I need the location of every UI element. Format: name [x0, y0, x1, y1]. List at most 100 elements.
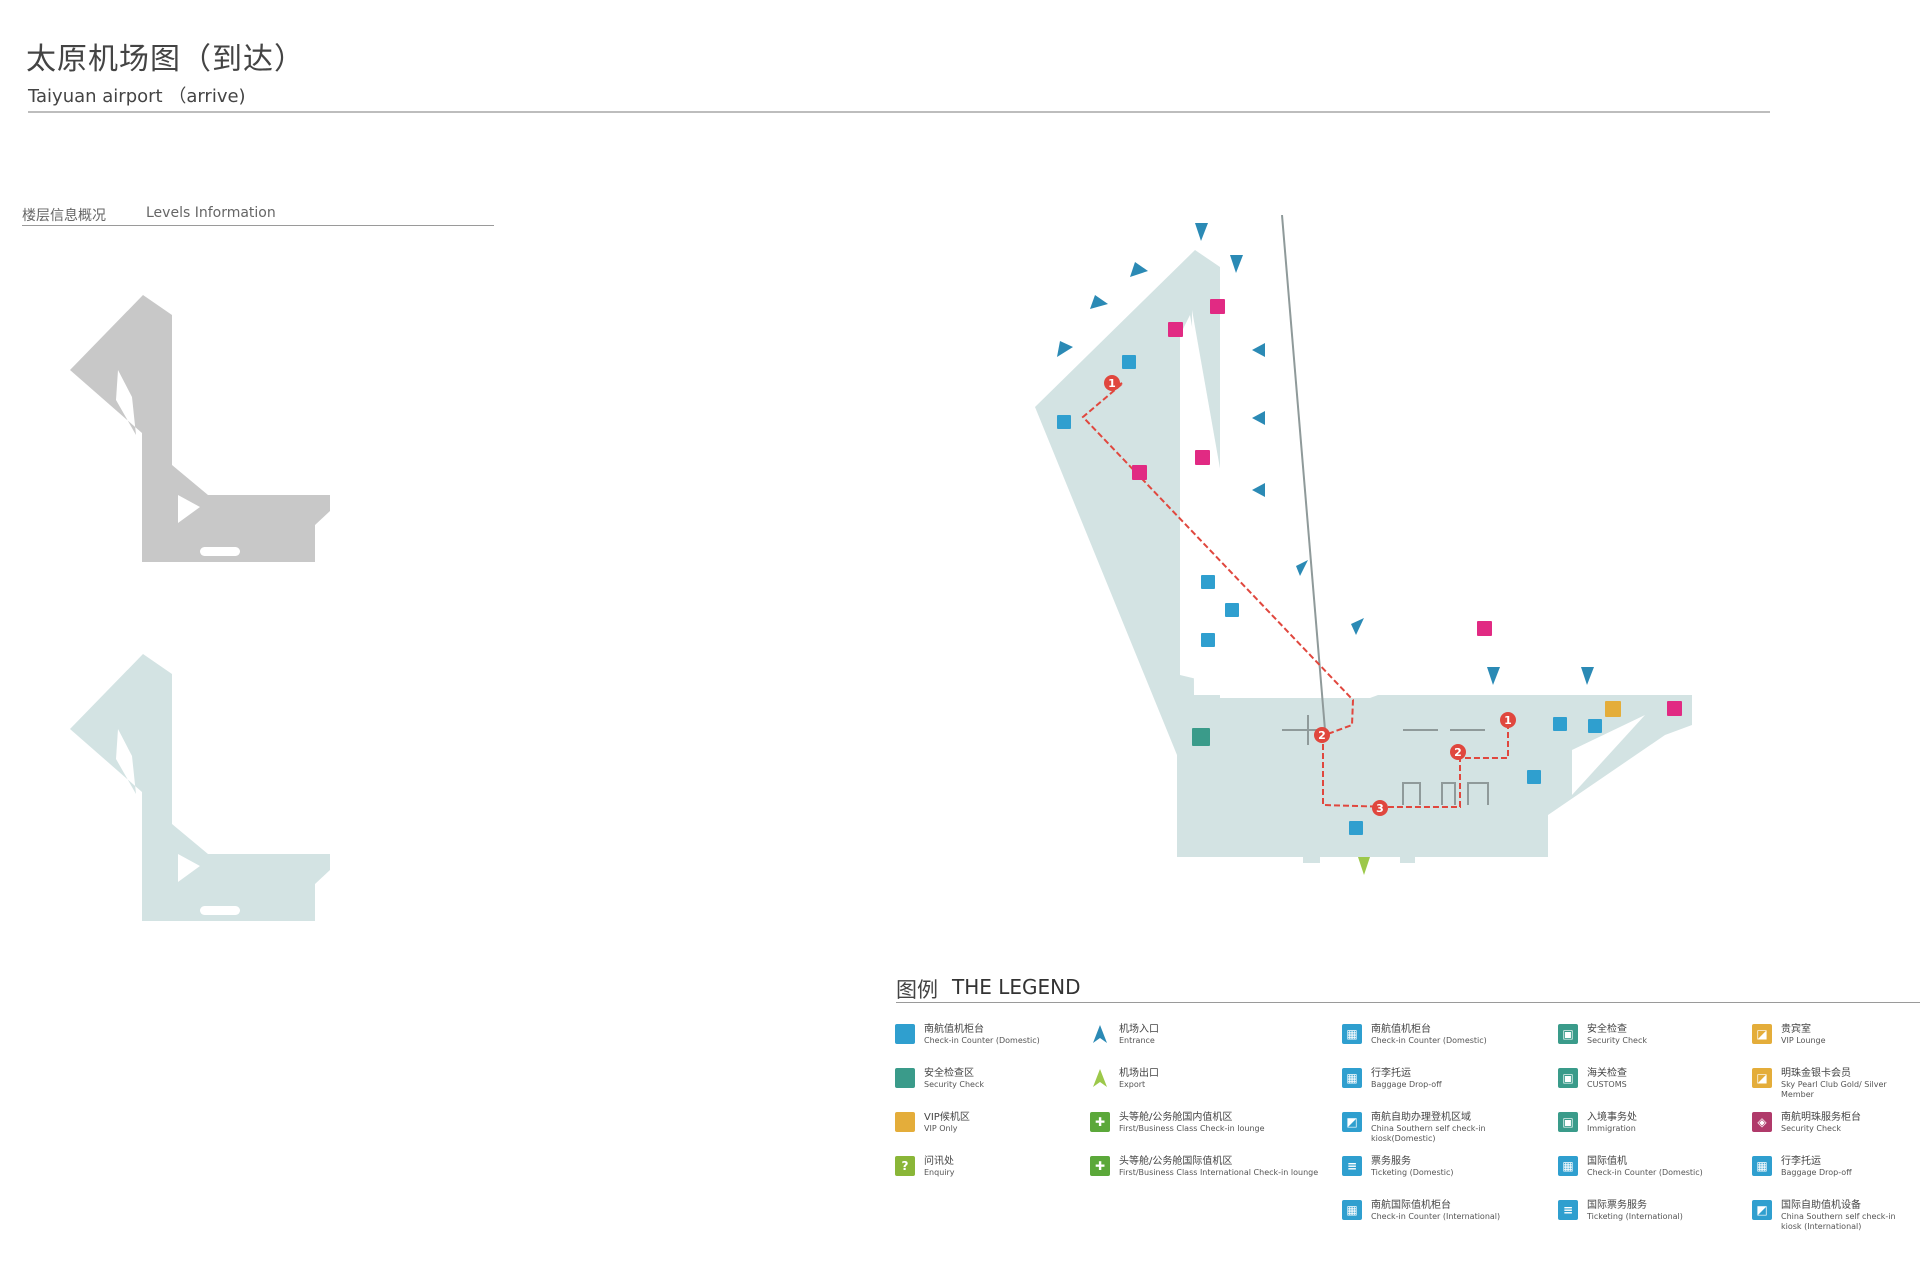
legend-label-en: First/Business Class Check-in lounge	[1119, 1124, 1265, 1133]
legend-label-en: Entrance	[1119, 1036, 1155, 1045]
route-marker-1	[1104, 375, 1120, 391]
legend-label-en: Enquiry	[924, 1168, 955, 1177]
checkin-counter-icon	[1201, 575, 1215, 589]
legend-label-en: Baggage Drop-off	[1781, 1168, 1852, 1177]
restroom-icon	[1667, 701, 1682, 716]
checkin-counter-icon	[1225, 603, 1239, 617]
legend-label-cn: 南航值机柜台	[924, 1024, 984, 1035]
exit-icon	[1358, 857, 1370, 875]
legend-label-cn: 国际值机	[1587, 1156, 1627, 1167]
legend-label-cn: 票务服务	[1371, 1156, 1411, 1167]
legend-label-en: China Southern self check-in kiosk (Inte…	[1781, 1212, 1896, 1231]
level-thumbnail-upper[interactable]	[60, 285, 340, 575]
svg-text:1: 1	[1504, 714, 1512, 727]
customs-icon: ▣	[1558, 1068, 1578, 1088]
intl-checkin-icon: ▦	[1558, 1156, 1578, 1176]
entrance-icon	[1090, 295, 1108, 309]
restroom-icon	[1168, 322, 1183, 337]
entrance-arrow-icon	[1090, 1024, 1110, 1044]
pearl-service-icon: ◈	[1752, 1112, 1772, 1132]
immigration-icon: ▣	[1558, 1112, 1578, 1132]
route-marker-2b	[1450, 744, 1466, 760]
legend-label-cn: VIP候机区	[924, 1112, 970, 1123]
levels-title-en: Levels Information	[146, 205, 276, 221]
title-divider	[28, 111, 1770, 113]
entrance-icon	[1581, 667, 1594, 685]
legend-label-cn: 南航国际值机柜台	[1371, 1200, 1451, 1211]
floor-opening-arrival	[200, 906, 240, 915]
route-markers: 1 2 1 2 3	[1104, 375, 1516, 816]
first-class-intl-checkin-icon: ✚	[1090, 1156, 1110, 1176]
floor-cutout-arrival	[178, 854, 200, 882]
legend-label-en: Check-in Counter (Domestic)	[1371, 1036, 1487, 1045]
entrance-icon	[1487, 667, 1500, 685]
legend-label-en: Security Check	[1587, 1036, 1648, 1045]
svg-text:2: 2	[1318, 729, 1326, 742]
checkin-counter-icon	[1588, 719, 1602, 733]
restroom-icon	[1210, 299, 1225, 314]
legend-label-cn: 机场出口	[1119, 1068, 1159, 1079]
legend-divider	[896, 1002, 1920, 1003]
restroom-icon	[1195, 450, 1210, 465]
legend-label-cn: 南航明珠服务柜台	[1781, 1112, 1861, 1123]
checkin-counter-icon	[1057, 415, 1071, 429]
legend-label-en: Ticketing (International)	[1587, 1212, 1683, 1221]
restroom-icons	[1132, 299, 1682, 716]
entrance-icons	[1057, 223, 1594, 685]
legend-label-cn: 海关检查	[1587, 1068, 1627, 1079]
levels-divider	[22, 225, 494, 226]
terminal-map[interactable]: 1 2 1 2 3	[1020, 215, 1720, 895]
legend-label-cn: 南航值机柜台	[1371, 1024, 1431, 1035]
entrance-icon	[1252, 483, 1265, 497]
arrival-route	[1081, 382, 1509, 808]
levels-title-cn: 楼层信息概况	[22, 208, 106, 224]
floor-cutout-upper	[178, 495, 200, 523]
level-thumbnail-arrival[interactable]	[60, 644, 340, 934]
legend-label-en: Ticketing (Domestic)	[1371, 1168, 1454, 1177]
ticketing-icon: ≡	[1342, 1156, 1362, 1176]
legend-label-cn: 国际自助值机设备	[1781, 1200, 1861, 1211]
legend-label-en: VIP Only	[924, 1124, 958, 1133]
floor-shape-upper	[70, 295, 330, 562]
legend-label-cn: 行李托运	[1371, 1068, 1411, 1079]
intl-baggage-drop-icon: ▦	[1752, 1156, 1772, 1176]
entrance-icon	[1351, 618, 1364, 635]
entrance-icon	[1057, 341, 1073, 357]
floor-shape-arrival	[70, 654, 330, 921]
legend-label-cn: 贵宾室	[1781, 1024, 1811, 1035]
intl-checkin-counter-icon: ▦	[1342, 1200, 1362, 1220]
legend-label-en: VIP Lounge	[1781, 1036, 1826, 1045]
intl-ticketing-icon: ≡	[1558, 1200, 1578, 1220]
entrance-icon	[1296, 560, 1308, 576]
legend-label-en: China Southern self check-in kiosk(Domes…	[1371, 1124, 1486, 1143]
legend-label-en: CUSTOMS	[1587, 1080, 1627, 1089]
legend-label-en: Check-in Counter (Domestic)	[924, 1036, 1040, 1045]
checkin-counter-icon	[1553, 717, 1567, 731]
legend-label-en: Security Check	[924, 1080, 985, 1089]
legend-label-cn: 安全检查区	[924, 1068, 974, 1079]
legend-title-cn: 图例	[896, 978, 938, 1002]
route-marker-3	[1372, 800, 1388, 816]
checkin-counter-icon	[1122, 355, 1136, 369]
legend-label-cn: 机场入口	[1119, 1024, 1159, 1035]
entrance-icon	[1252, 411, 1265, 425]
question-icon: ?	[895, 1156, 915, 1176]
vip-lounge-icon	[1605, 701, 1621, 717]
checkin-counter-icon	[1201, 633, 1215, 647]
